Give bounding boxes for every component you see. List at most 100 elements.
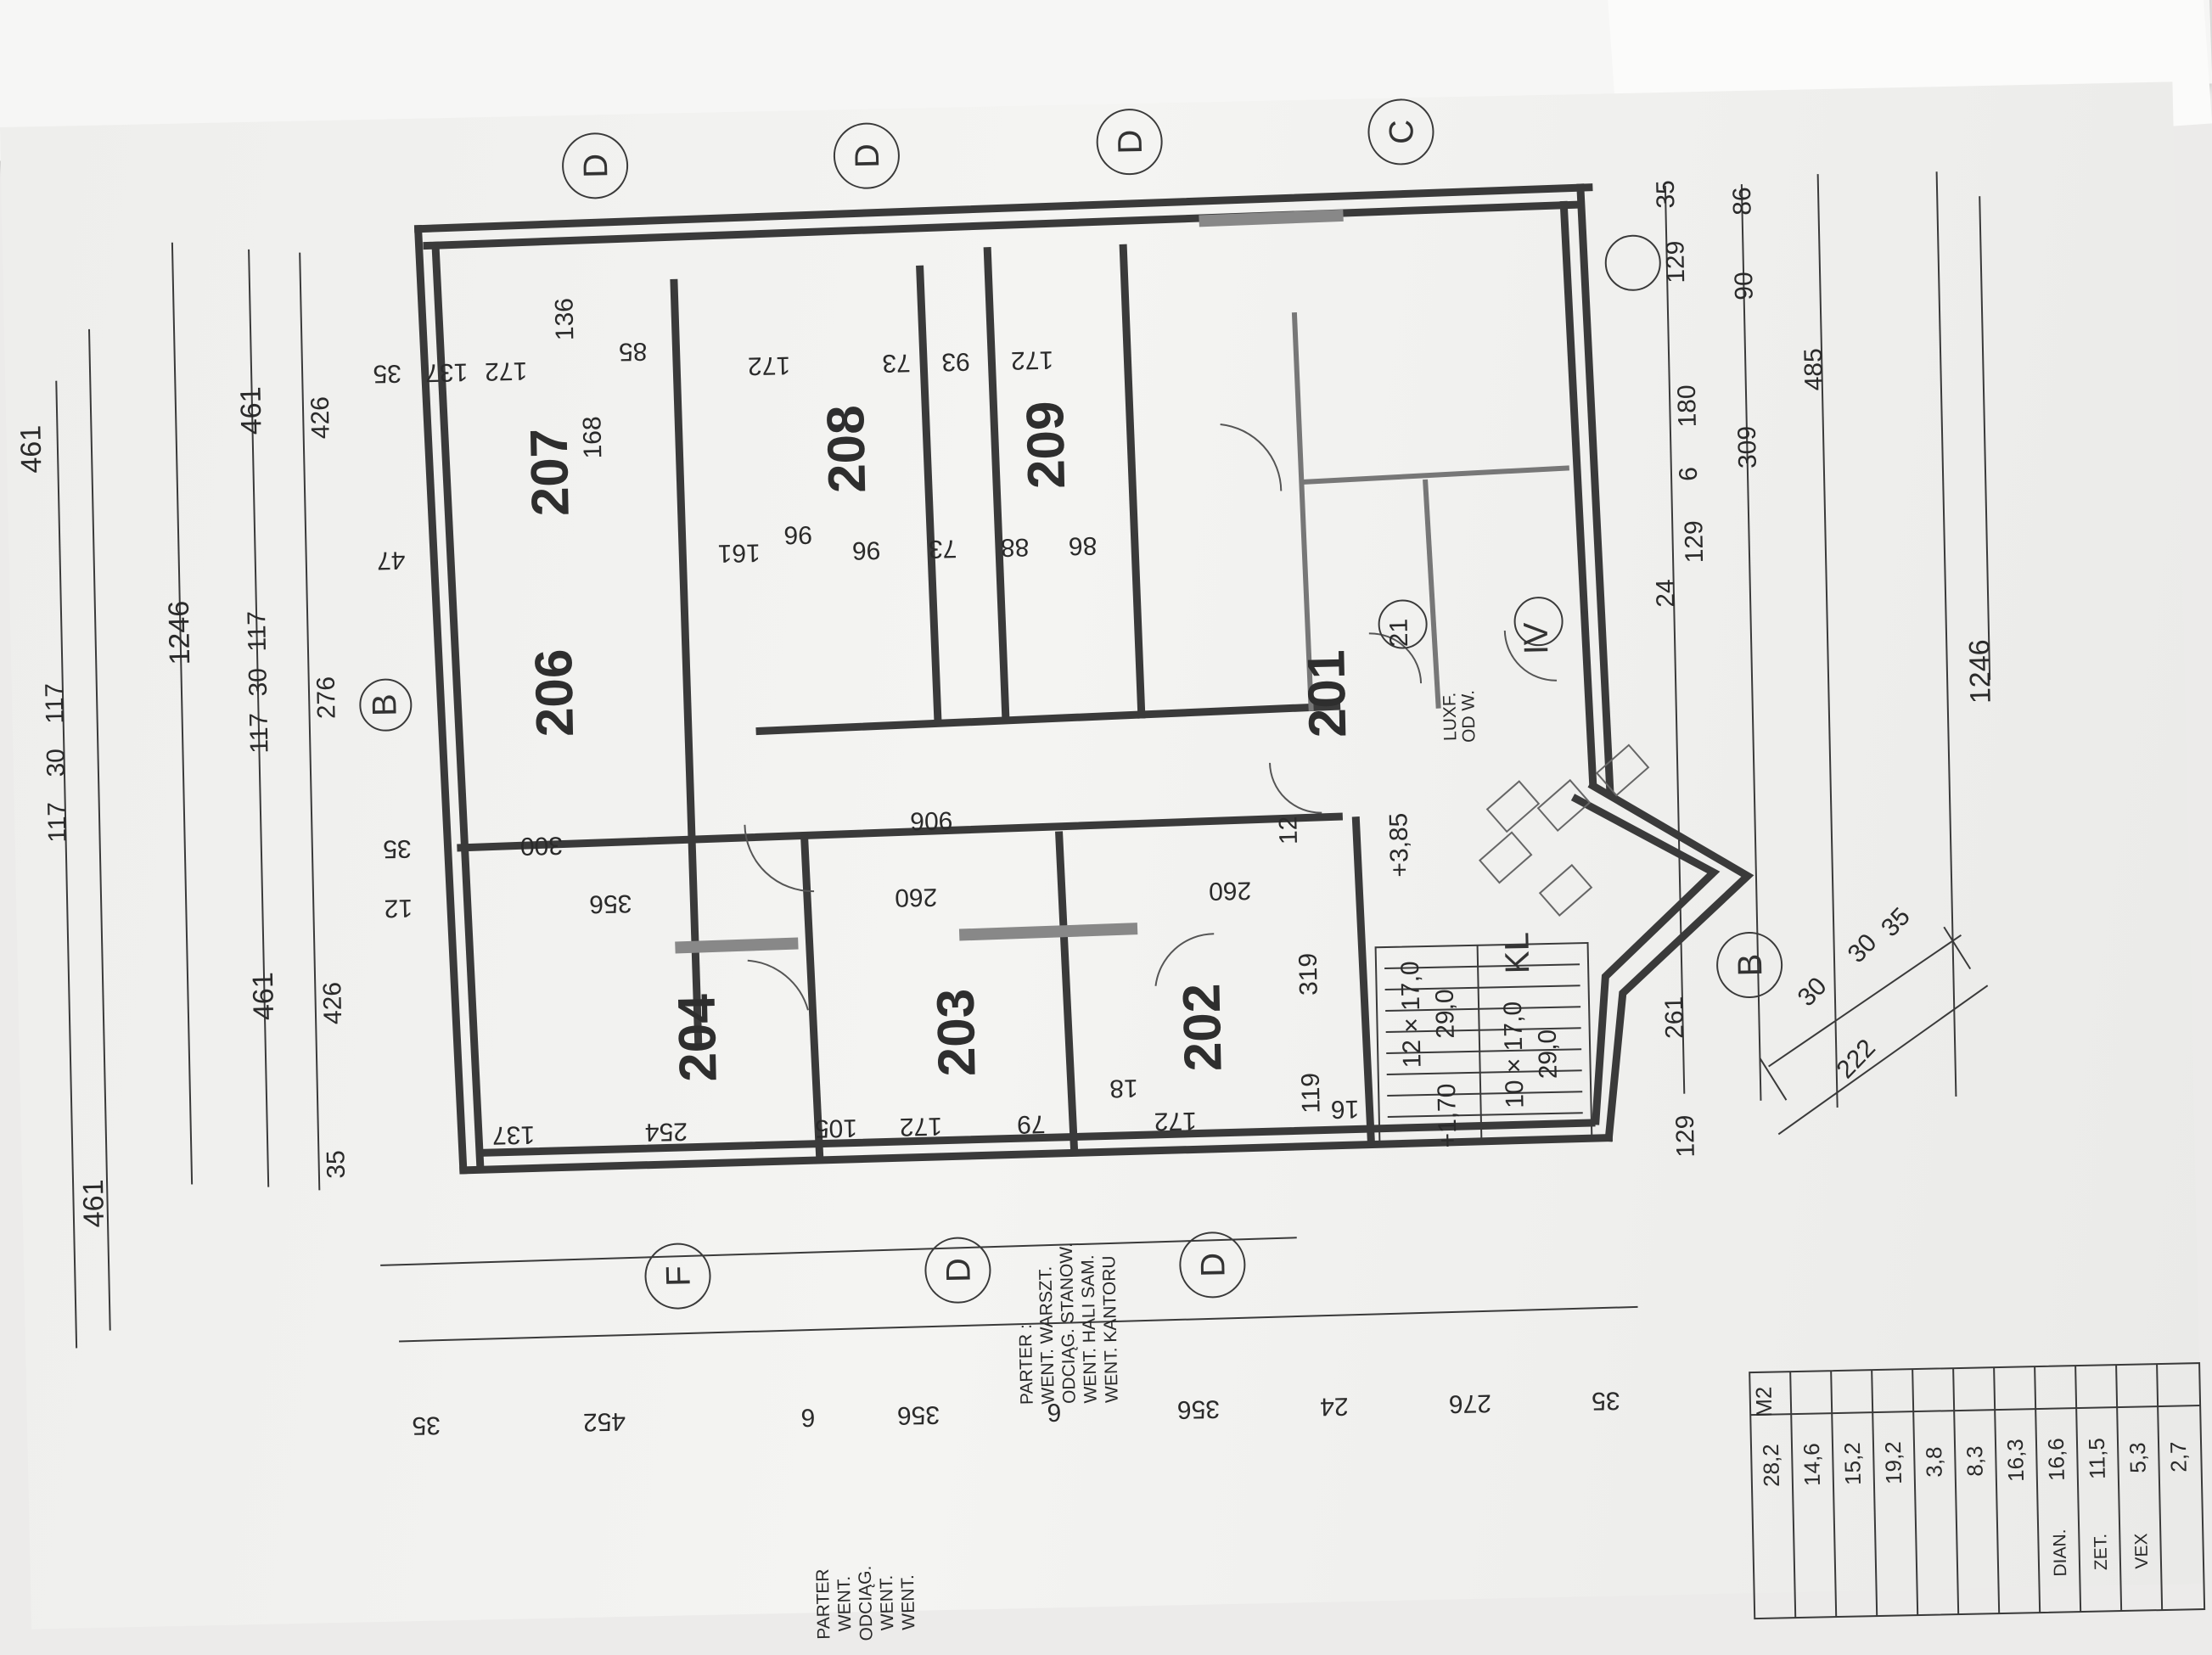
table-cell-10: 2,7 (2165, 1441, 2192, 1473)
staircase-labels: 12 × 17,0 29,0 10 × 17,0 29,0 +1,70 222 … (1384, 812, 1916, 1148)
dim-30-a: 30 (244, 668, 272, 697)
dim-r-129a: 129 (1661, 240, 1690, 283)
stairs-30b: 30 (1843, 928, 1883, 968)
left-margin-text: PARTER WENT. ODCIĄG. WENT. WENT. (813, 1565, 919, 1641)
dim-top-117-a: 117 (41, 683, 70, 725)
dim-208-96: 96 (852, 536, 881, 564)
dim-206-300: 300 (519, 831, 563, 860)
table-header-m2: M2 (1751, 1386, 1777, 1417)
dim-top-30: 30 (42, 749, 70, 777)
dim-207-136: 136 (550, 298, 579, 341)
door-swings (744, 423, 1558, 1011)
dim-r-1246: 1246 (1963, 639, 1997, 704)
axis-b-2: B (1732, 953, 1770, 977)
dim-top-117-b: 117 (43, 802, 72, 844)
dim-206-35: 35 (383, 834, 412, 863)
dim-b-6a: 6 (800, 1403, 815, 1431)
axis-d-3: D (1111, 129, 1149, 154)
stairs-10x17: 10 × 17,0 (1499, 1001, 1530, 1109)
dim-207-137: 137 (425, 358, 469, 387)
table-label-dian: DIAN. (2050, 1529, 2070, 1576)
table-label-zet: ZET. (2091, 1534, 2111, 1571)
dim-204-137: 137 (492, 1120, 536, 1149)
dim-461-c: 461 (247, 972, 280, 1021)
notes-line-2: ODCIĄG. STANOW. (1057, 1243, 1080, 1404)
room-labels: 207 206 208 209 201 204 203 202 (520, 401, 1358, 1083)
dim-r-129c: 129 (1671, 1114, 1700, 1158)
dim-208-73: 73 (882, 349, 911, 378)
dim-426-a: 426 (306, 396, 335, 440)
dim-r-6: 6 (1675, 467, 1703, 481)
table-cell-8: 11,5 (2084, 1438, 2110, 1479)
dim-r-309: 309 (1733, 426, 1762, 469)
dim-b-356a: 356 (897, 1400, 940, 1429)
dim-204-254: 254 (645, 1117, 688, 1146)
dim-117-b: 117 (245, 713, 274, 755)
ventilation-notes: PARTER : WENT. WARSZT. ODCIĄG. STANOW. W… (1016, 1243, 1122, 1405)
dimension-labels-bottom: 35 452 6 356 6 356 24 276 35 (412, 1386, 1620, 1439)
bay-dimension-lines (1759, 926, 1989, 1136)
dim-b-276: 276 (1448, 1389, 1491, 1418)
area-table-text: M2 28,2 14,6 15,2 19,2 3,8 8,3 16,3 16,6… (1751, 1386, 2192, 1576)
dim-276: 276 (312, 676, 341, 720)
outer-dimension-lines (55, 171, 1991, 1349)
table-cell-9: 5,3 (2125, 1442, 2151, 1473)
table-cell-0: 28,2 (1758, 1444, 1784, 1487)
dim-202-119: 119 (1297, 1073, 1326, 1114)
dim-r-35: 35 (1652, 180, 1681, 209)
axis-d-4: D (940, 1258, 978, 1283)
axis-d-5: D (1194, 1252, 1232, 1277)
luxfer-sub-label: OD W. (1458, 690, 1479, 743)
dim-r-86: 86 (1728, 187, 1757, 216)
dim-b-35b: 35 (1592, 1386, 1620, 1415)
margin-parter: PARTER (813, 1568, 834, 1640)
dim-203-172: 172 (900, 1112, 943, 1141)
margin-went-2: WENT. (877, 1575, 897, 1631)
dim-202-18: 18 (1109, 1074, 1138, 1102)
room-209-label: 209 (1016, 401, 1076, 490)
table-cell-6: 16,3 (2002, 1439, 2029, 1482)
dim-b-35: 35 (412, 1411, 441, 1439)
room-202-label: 202 (1172, 983, 1232, 1072)
stairs-29a: 29,0 (1431, 989, 1460, 1039)
dim-202-260: 260 (1209, 876, 1252, 905)
dim-206-906: 906 (910, 806, 953, 835)
stairs-12x17: 12 × 17,0 (1396, 961, 1427, 1069)
room-201-partitions (1291, 311, 1569, 711)
dim-208-172: 172 (748, 351, 791, 380)
dim-209-93: 93 (941, 347, 970, 376)
room-204-label: 204 (668, 993, 728, 1082)
dim-209-86: 86 (1069, 531, 1098, 560)
dim-1246-a: 1246 (163, 600, 197, 665)
stairs-level: +1,70 (1433, 1083, 1463, 1148)
dim-202-16: 16 (1331, 1095, 1360, 1124)
area-table (1749, 1362, 2206, 1620)
level-385: +3,85 (1384, 812, 1414, 878)
drawing-sheet: 207 206 208 209 201 204 203 202 D D D C … (0, 81, 2206, 1641)
axis-b-1: B (366, 693, 404, 717)
table-label-vex: VEX (2131, 1533, 2152, 1569)
dim-35-a: 35 (322, 1150, 351, 1179)
room-201-label: 201 (1297, 649, 1357, 738)
stairs-35: 35 (1876, 902, 1916, 942)
notes-line-3: WENT. HALI SAM. (1078, 1254, 1101, 1403)
dim-204-12: 12 (384, 894, 413, 923)
dimension-labels-left: 461 1246 461 117 30 117 461 426 276 426 … (14, 386, 351, 1228)
table-cell-1: 14,6 (1799, 1443, 1825, 1486)
dim-461-a: 461 (77, 1179, 110, 1228)
dim-r-90: 90 (1730, 272, 1759, 300)
room-208-label: 208 (817, 405, 877, 494)
dim-b-356b: 356 (1177, 1394, 1221, 1423)
window-strips (675, 209, 1344, 954)
margin-went-3: WENT. (898, 1574, 918, 1630)
dim-top-461-a: 461 (14, 425, 48, 474)
dim-117-a: 117 (243, 611, 272, 653)
stairs-222: 222 (1832, 1034, 1881, 1084)
dim-207-161: 161 (717, 538, 761, 567)
axis-d-1: D (577, 153, 615, 178)
stairs-kl: KL (1498, 932, 1536, 974)
table-cell-4: 3,8 (1921, 1446, 1947, 1478)
dim-207-172: 172 (485, 356, 528, 385)
dim-r-485: 485 (1799, 348, 1828, 391)
axis-markers (359, 98, 1783, 1310)
